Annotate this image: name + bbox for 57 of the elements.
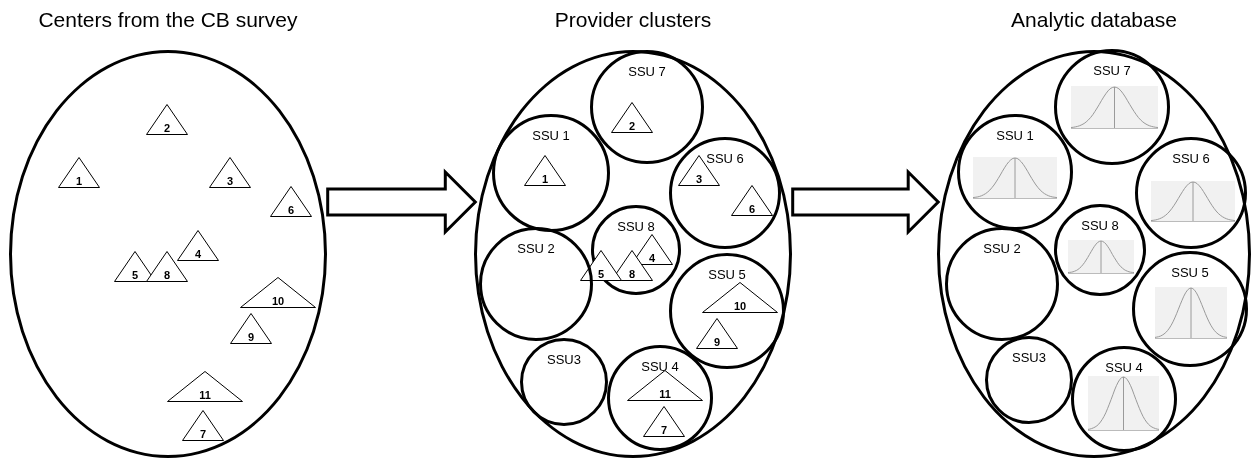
cluster-label: SSU 2 — [517, 241, 555, 256]
center-number: 10 — [270, 295, 286, 307]
cluster-label: SSU 5 — [1171, 265, 1209, 280]
cluster-circle — [669, 253, 785, 369]
panel-title: Centers from the CB survey — [38, 8, 298, 32]
center-number: 7 — [198, 428, 208, 440]
center-number: 9 — [246, 331, 256, 343]
center-number: 1 — [74, 175, 84, 187]
cluster-circle — [1071, 346, 1177, 452]
cluster-label: SSU 5 — [708, 267, 746, 282]
cluster-circle — [590, 50, 704, 164]
block-arrow — [326, 168, 478, 236]
center-number: 8 — [162, 269, 172, 281]
cluster-circle — [492, 114, 610, 232]
panel-title: Provider clusters — [554, 8, 712, 32]
block-arrow — [791, 168, 941, 236]
cluster-label: SSU 4 — [641, 359, 679, 374]
cluster-label: SSU3 — [547, 352, 581, 367]
cluster-label: SSU 8 — [617, 219, 655, 234]
center-number: 5 — [130, 269, 140, 281]
cluster-label: SSU 1 — [532, 128, 570, 143]
center-number: 11 — [658, 388, 672, 400]
center-number: 10 — [732, 300, 748, 312]
cluster-circle — [957, 114, 1073, 230]
center-number: 3 — [694, 173, 704, 185]
center-number: 4 — [647, 252, 657, 264]
cluster-circle — [479, 227, 593, 341]
cluster-label: SSU 1 — [996, 128, 1034, 143]
center-number: 7 — [659, 424, 669, 436]
cluster-circle — [945, 227, 1059, 341]
center-number: 6 — [286, 204, 296, 216]
center-number: 8 — [627, 268, 637, 280]
cluster-label: SSU 7 — [628, 64, 666, 79]
cluster-circle — [1054, 204, 1146, 296]
cluster-circle — [669, 137, 781, 249]
cluster-circle — [607, 345, 713, 451]
cluster-label: SSU 2 — [983, 241, 1021, 256]
center-number: 4 — [193, 248, 203, 260]
cluster-circle — [985, 336, 1073, 424]
center-number: 5 — [596, 268, 606, 280]
center-number: 3 — [225, 175, 235, 187]
center-number: 2 — [627, 120, 637, 132]
cluster-label: SSU 6 — [706, 151, 744, 166]
cluster-circle — [1135, 137, 1247, 249]
cluster-label: SSU 6 — [1172, 151, 1210, 166]
center-number: 6 — [747, 203, 757, 215]
cluster-circle — [1054, 49, 1170, 165]
center-number: 9 — [712, 336, 722, 348]
center-number: 11 — [198, 389, 212, 401]
cluster-label: SSU 8 — [1081, 218, 1119, 233]
center-number: 2 — [162, 122, 172, 134]
cluster-circle — [520, 338, 608, 426]
cluster-label: SSU 4 — [1105, 360, 1143, 375]
center-number: 1 — [540, 173, 550, 185]
panel-title: Analytic database — [1011, 8, 1177, 32]
cluster-label: SSU 7 — [1093, 63, 1131, 78]
cluster-label: SSU3 — [1012, 350, 1046, 365]
